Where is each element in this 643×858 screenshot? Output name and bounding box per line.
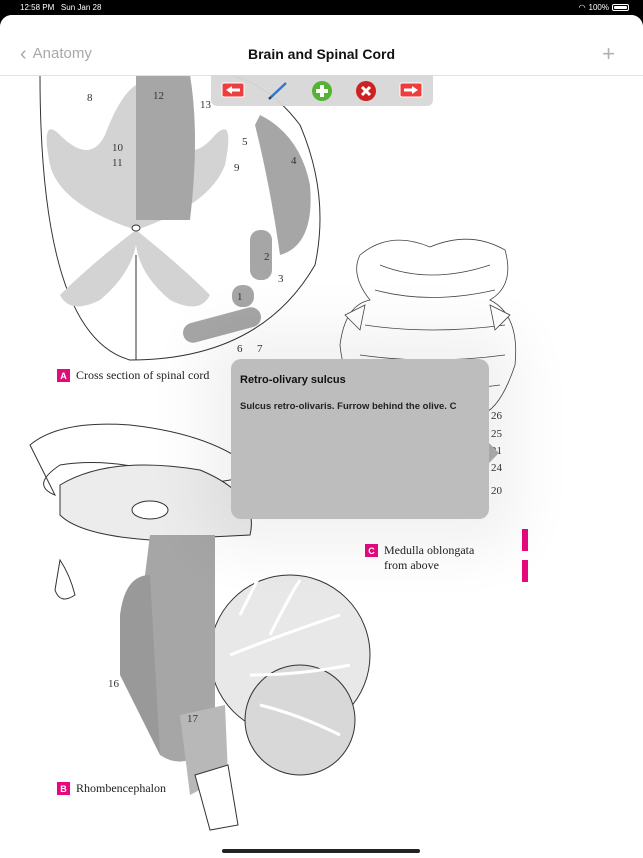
figure-a-label[interactable]: 11	[112, 157, 123, 169]
figure-a-label[interactable]: 8	[87, 92, 93, 104]
figure-b-label[interactable]: 17	[187, 713, 198, 725]
figure-a-label[interactable]: 13	[200, 99, 211, 111]
figure-letter-c: C	[365, 544, 378, 557]
add-button[interactable]: +	[602, 41, 615, 67]
pencil-button[interactable]	[265, 80, 291, 102]
figure-c-label[interactable]: 25	[491, 428, 502, 440]
navigation-bar: ‹ Anatomy Brain and Spinal Cord +	[0, 15, 643, 76]
delete-annotation-button[interactable]	[353, 80, 379, 102]
figure-c-label[interactable]: 24	[491, 462, 502, 474]
anatomy-illustrations	[29, 74, 517, 831]
figure-c-label[interactable]: 26	[491, 410, 502, 422]
figure-a-caption: A Cross section of spinal cord	[57, 368, 209, 383]
figure-c-label[interactable]: 20	[491, 485, 502, 497]
caption-text: Rhombencephalon	[76, 781, 166, 795]
figure-a-label[interactable]: 7	[257, 343, 263, 355]
battery-percent: 100%	[588, 3, 609, 12]
back-label: Anatomy	[32, 45, 92, 62]
back-button[interactable]: ‹ Anatomy	[20, 42, 92, 65]
previous-page-icon	[221, 82, 245, 97]
pencil-icon	[267, 81, 287, 100]
figure-a-label[interactable]: 2	[264, 251, 270, 263]
wifi-icon: ◠	[578, 3, 586, 12]
home-indicator	[222, 849, 420, 853]
battery-icon	[612, 4, 629, 11]
annotation-toolbar	[211, 75, 433, 106]
popup-body: Sulcus retro-olivaris. Furrow behind the…	[240, 401, 457, 412]
figure-a-label[interactable]: 3	[278, 273, 284, 285]
figure-letter-a: A	[57, 369, 70, 382]
status-time: 12:58 PM Sun Jan 28	[20, 3, 102, 12]
figure-letter-b: B	[57, 782, 70, 795]
figure-a-label[interactable]: 12	[153, 90, 164, 102]
highlight-marker[interactable]	[522, 560, 528, 582]
page-title: Brain and Spinal Cord	[247, 46, 395, 62]
highlight-marker[interactable]	[522, 529, 528, 551]
figure-a-label[interactable]: 5	[242, 136, 248, 148]
figure-a-label[interactable]: 9	[234, 162, 240, 174]
rhombencephalon-drawing	[29, 423, 371, 831]
chevron-left-icon: ‹	[20, 42, 27, 65]
add-annotation-button[interactable]	[309, 80, 335, 102]
previous-page-button[interactable]	[220, 80, 246, 102]
definition-popup: Retro-olivary sulcus Sulcus retro-olivar…	[231, 359, 489, 519]
popup-arrow	[489, 443, 499, 463]
popup-title: Retro-olivary sulcus	[240, 374, 346, 386]
next-page-icon	[399, 82, 423, 97]
status-bar: 12:58 PM Sun Jan 28 ◠ 100%	[0, 0, 643, 15]
figure-b-label[interactable]: 16	[108, 678, 119, 690]
figure-a-label[interactable]: 1	[237, 291, 243, 303]
add-icon	[311, 80, 332, 101]
caption-text: Cross section of spinal cord	[76, 368, 210, 382]
next-page-button[interactable]	[398, 80, 424, 102]
figure-a-label[interactable]: 10	[112, 142, 123, 154]
figure-a-label[interactable]: 4	[291, 155, 297, 167]
spinal-cord-drawing	[39, 74, 321, 361]
figure-a-label[interactable]: 6	[237, 343, 243, 355]
delete-icon	[356, 80, 377, 101]
plus-icon: +	[602, 41, 615, 66]
figure-b-caption: B Rhombencephalon	[57, 781, 166, 796]
